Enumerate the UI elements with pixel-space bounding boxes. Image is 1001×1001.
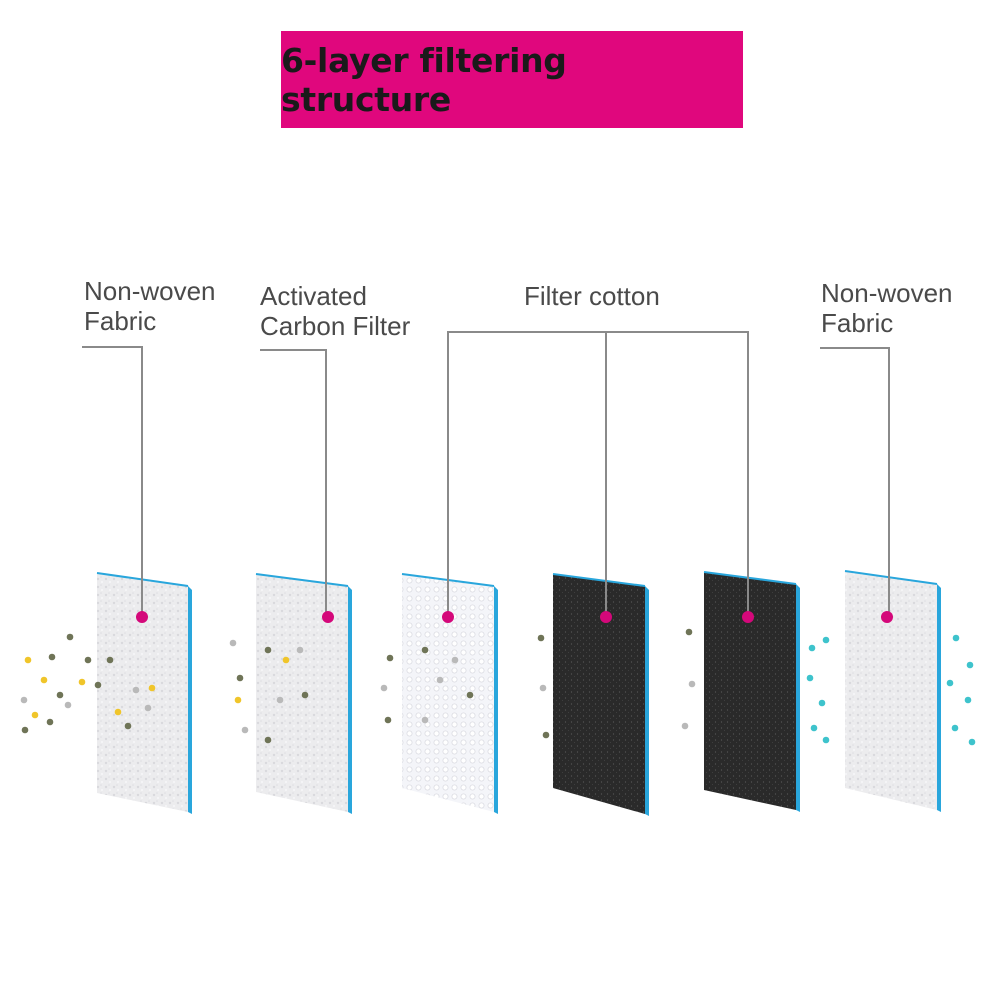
particle	[276, 696, 284, 704]
filter-layer-top-edge	[703, 571, 797, 585]
particle	[106, 656, 114, 664]
particle	[808, 644, 816, 652]
particle	[24, 656, 32, 664]
filter-layer-edge	[937, 584, 941, 812]
particle	[84, 656, 92, 664]
filter-layer-edge	[348, 586, 352, 814]
particle	[380, 684, 388, 692]
filter-layer-white-fabric	[256, 574, 348, 812]
particle	[968, 738, 976, 746]
particle	[114, 708, 122, 716]
particle	[685, 628, 693, 636]
title-banner-background	[281, 31, 743, 128]
label-line: Carbon Filter	[260, 311, 411, 341]
filter-layer-top-edge	[844, 570, 938, 585]
particle	[966, 661, 974, 669]
layer-marker-dot	[322, 611, 334, 623]
filter-layer-black-carbon	[704, 572, 796, 810]
layer-marker-dot	[742, 611, 754, 623]
layer-marker-dot	[442, 611, 454, 623]
particle	[20, 696, 28, 704]
particle	[466, 691, 474, 699]
particle	[964, 696, 972, 704]
layer-marker-dot	[136, 611, 148, 623]
particle	[124, 722, 132, 730]
particle	[822, 736, 830, 744]
label-filter-cotton: Filter cotton	[524, 281, 660, 311]
particle	[132, 686, 140, 694]
leader-line	[260, 349, 327, 616]
particle	[94, 681, 102, 689]
particle	[148, 684, 156, 692]
label-line: Fabric	[84, 306, 157, 336]
particle	[946, 679, 954, 687]
particle	[810, 724, 818, 732]
filter-layer-black-carbon	[553, 574, 645, 814]
particle	[31, 711, 39, 719]
label-activated-carbon-filter: Activated Carbon Filter	[260, 281, 410, 341]
leader-line	[820, 347, 890, 616]
filter-layer-edge	[188, 586, 192, 814]
layer-marker-dot	[600, 611, 612, 623]
particle	[806, 674, 814, 682]
particle	[436, 676, 444, 684]
layer-marker-dot	[881, 611, 893, 623]
particle	[384, 716, 392, 724]
particle	[241, 726, 249, 734]
particle	[46, 718, 54, 726]
particle	[21, 726, 29, 734]
filter-layer-edge	[645, 586, 649, 816]
filter-layer-top-edge	[255, 573, 349, 587]
particle	[66, 633, 74, 641]
leader-line	[447, 331, 749, 616]
leader-line	[82, 346, 143, 616]
particle	[537, 634, 545, 642]
title-banner: 6-layer filtering structure	[281, 31, 743, 128]
particle	[951, 724, 959, 732]
particle	[688, 680, 696, 688]
particle	[264, 646, 272, 654]
page-title: 6-layer filtering structure	[281, 40, 567, 119]
filter-layer-edge	[494, 586, 498, 814]
particle	[421, 646, 429, 654]
particle	[78, 678, 86, 686]
filter-layer-white-fabric	[97, 573, 188, 812]
label-line: Non-woven	[821, 278, 953, 308]
particle	[282, 656, 290, 664]
particle	[952, 634, 960, 642]
label-line: Filter cotton	[524, 281, 660, 311]
particle	[40, 676, 48, 684]
particle	[144, 704, 152, 712]
particle	[542, 731, 550, 739]
particle	[539, 684, 547, 692]
label-line: Non-woven	[84, 276, 216, 306]
particle	[56, 691, 64, 699]
filter-layer-edge	[796, 584, 800, 812]
particle	[451, 656, 459, 664]
label-non-woven-fabric-left: Non-woven Fabric	[84, 276, 216, 336]
label-line: Fabric	[821, 308, 894, 338]
particle	[822, 636, 830, 644]
particle	[681, 722, 689, 730]
particle	[264, 736, 272, 744]
particle	[48, 653, 56, 661]
particle	[64, 701, 72, 709]
particle	[234, 696, 242, 704]
filter-layer-white-fabric	[845, 571, 937, 810]
filter-layer-dotted-mesh	[402, 574, 494, 812]
particle	[229, 639, 237, 647]
label-non-woven-fabric-right: Non-woven Fabric	[821, 278, 953, 338]
particle	[421, 716, 429, 724]
filter-layer-top-edge	[552, 573, 646, 587]
particle	[386, 654, 394, 662]
particle	[236, 674, 244, 682]
particle	[301, 691, 309, 699]
label-line: Activated	[260, 281, 367, 311]
particle	[818, 699, 826, 707]
particle	[296, 646, 304, 654]
